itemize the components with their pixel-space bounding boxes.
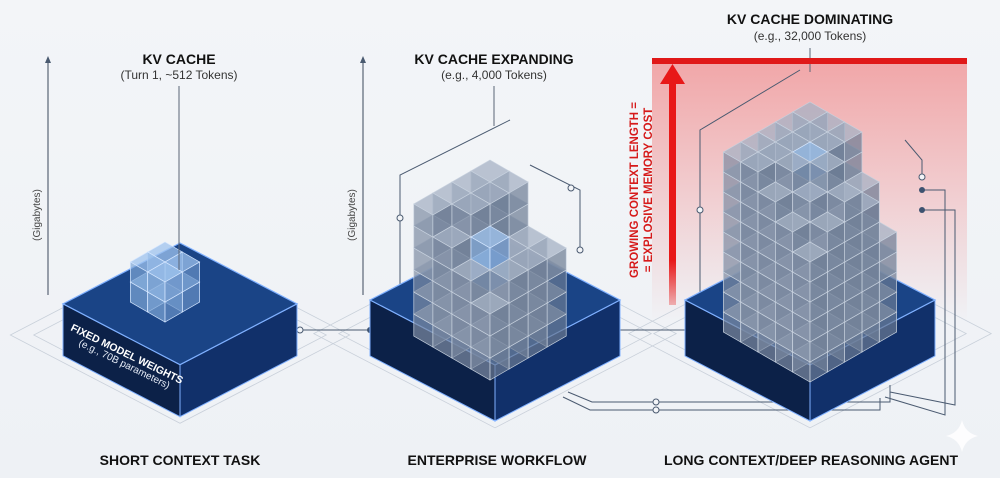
side-wire [884, 189, 946, 416]
bus-wire [562, 396, 881, 411]
footer-long-context-agent: LONG CONTEXT/DEEP REASONING AGENT [664, 452, 958, 468]
panel-title-short: KV CACHE [142, 51, 215, 67]
side-wire [904, 139, 923, 175]
side-node [919, 187, 925, 193]
axis-label-short: (Gigabytes) [32, 189, 43, 241]
y-axis-arrow-icon [45, 56, 51, 63]
warning-text-line2: = EXPLOSIVE MEMORY COST [643, 108, 655, 273]
kv-cache-cube [146, 261, 184, 303]
panel-subtitle-short: (Turn 1, ~512 Tokens) [120, 68, 237, 82]
kv-cache-cube [809, 211, 846, 253]
circuit-wires [296, 69, 956, 416]
kv-cache-cube [413, 192, 453, 238]
panel-subtitle-long: (e.g., 32,000 Tokens) [754, 29, 867, 43]
growth-arrow-shaft [669, 80, 676, 305]
side-node [396, 214, 404, 222]
side-node [918, 173, 926, 181]
memory-limit-line [652, 58, 967, 64]
axis-label-enterprise: (Gigabytes) [347, 189, 358, 241]
connector-node-open [296, 326, 304, 334]
growth-arrow-head-icon [660, 64, 685, 84]
kv-cache-cube [451, 258, 491, 304]
footer-enterprise-workflow: ENTERPRISE WORKFLOW [408, 452, 588, 468]
panel-title-long: KV CACHE DOMINATING [727, 11, 893, 27]
side-node [919, 207, 925, 213]
side-wire [399, 119, 511, 295]
footer-short-context-task: SHORT CONTEXT TASK [100, 452, 261, 468]
panel-subtitle-enterprise: (e.g., 4,000 Tokens) [441, 68, 547, 82]
side-node [576, 246, 584, 254]
side-node [696, 206, 704, 214]
kv-cache-cube [470, 291, 510, 337]
y-axis-arrow-icon [360, 56, 366, 63]
kv-cache-cube [809, 151, 846, 193]
warning-text-line1: GROWING CONTEXT LENGTH = [629, 102, 641, 278]
bus-node [652, 398, 660, 406]
kv-cache-cubes [129, 101, 898, 383]
bus-wire [567, 385, 891, 403]
side-wire [529, 164, 581, 250]
kv-cache-cube [791, 241, 829, 283]
sparkle-icon [946, 420, 978, 452]
side-node [567, 184, 575, 192]
bus-node [652, 406, 660, 414]
side-wire [889, 209, 956, 406]
side-wire [699, 69, 801, 300]
panel-title-enterprise: KV CACHE EXPANDING [414, 51, 573, 67]
